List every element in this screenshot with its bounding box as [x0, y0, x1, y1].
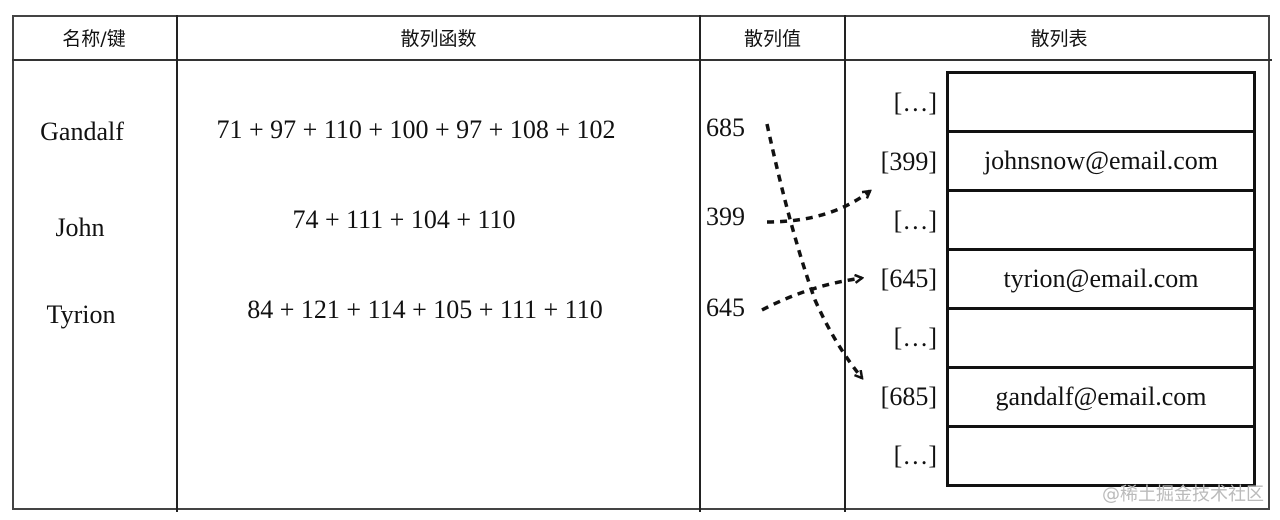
hash-tyrion: 645	[706, 293, 745, 322]
slot-4	[949, 310, 1253, 369]
column-divider-2	[699, 15, 701, 512]
arrow-399	[766, 191, 870, 224]
slot-index-4: […]	[893, 323, 937, 352]
slot-0	[949, 74, 1253, 133]
arrow-685	[765, 123, 862, 378]
slot-2	[949, 192, 1253, 251]
hash-table: johnsnow@email.com tyrion@email.com gand…	[946, 71, 1256, 487]
key-tyrion: Tyrion	[46, 300, 116, 329]
slot-399: johnsnow@email.com	[949, 133, 1253, 192]
slot-645: tyrion@email.com	[949, 251, 1253, 310]
slot-index-2: […]	[893, 206, 937, 235]
key-john: John	[55, 213, 105, 242]
header-hash-value: 散列值	[743, 27, 801, 50]
formula-gandalf: 71 + 97 + 110 + 100 + 97 + 108 + 102	[216, 115, 616, 144]
header-hash-table: 散列表	[1030, 27, 1088, 50]
arrow-645	[761, 278, 862, 312]
formula-john: 74 + 111 + 104 + 110	[292, 205, 516, 234]
header-key: 名称/键	[62, 27, 126, 50]
diagram-frame	[12, 15, 1270, 510]
header-divider	[12, 59, 1272, 61]
header-hash-function: 散列函数	[400, 27, 477, 50]
slot-index-0: […]	[893, 88, 937, 117]
slot-index-645: [645]	[880, 264, 937, 293]
column-divider-3	[844, 15, 846, 512]
formula-tyrion: 84 + 121 + 114 + 105 + 111 + 110	[247, 295, 603, 324]
column-divider-1	[176, 15, 178, 512]
hash-gandalf: 685	[706, 113, 745, 142]
slot-index-685: [685]	[880, 382, 937, 411]
slot-index-6: […]	[893, 441, 937, 470]
slot-index-399: [399]	[880, 147, 937, 176]
hash-john: 399	[706, 202, 745, 231]
watermark: @稀土掘金技术社区	[1102, 484, 1264, 505]
key-gandalf: Gandalf	[40, 117, 124, 146]
slot-685: gandalf@email.com	[949, 369, 1253, 428]
